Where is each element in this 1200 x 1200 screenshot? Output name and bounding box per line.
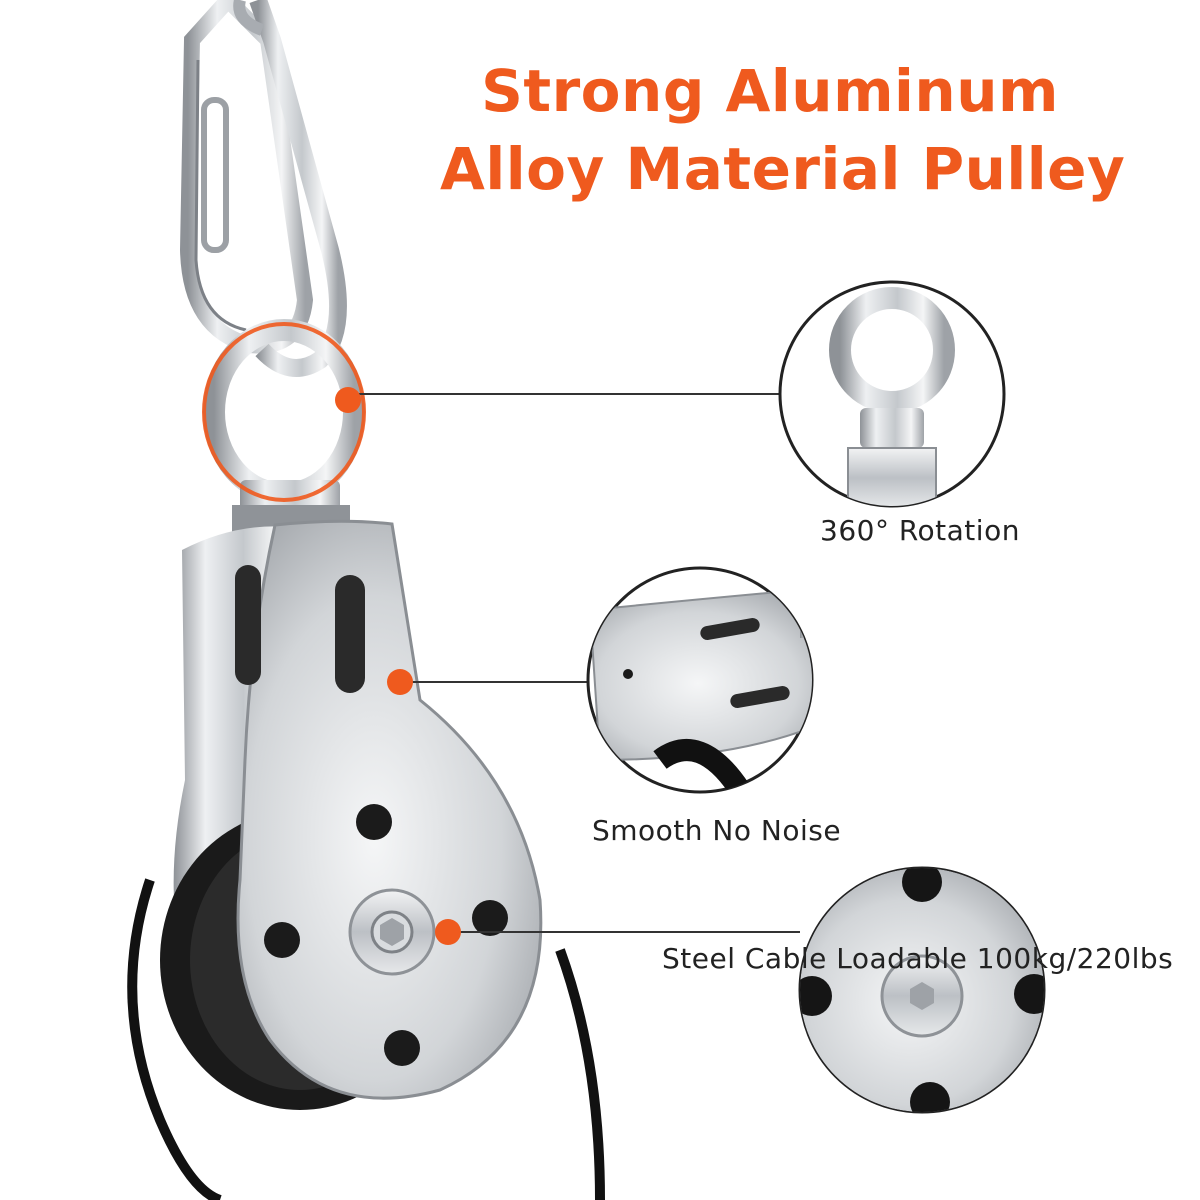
feature-caption-smooth: Smooth No Noise	[592, 814, 842, 847]
detail-wheel	[798, 866, 1046, 1114]
pulley-icon	[160, 519, 543, 1110]
carabiner-icon	[179, 0, 347, 377]
detail-bracket	[586, 566, 814, 794]
product-title: Strong Aluminum Alloy Material Pulley	[440, 52, 1126, 208]
title-line-2: Alloy Material Pulley	[440, 135, 1126, 203]
callout-lines	[335, 387, 800, 945]
title-line-1: Strong Aluminum	[481, 57, 1059, 125]
feature-caption-cable: Steel Cable Loadable 100kg/220lbs	[662, 942, 1174, 975]
feature-caption-rotation: 360° Rotation	[820, 514, 1020, 547]
detail-eye-bolt	[778, 280, 1006, 508]
